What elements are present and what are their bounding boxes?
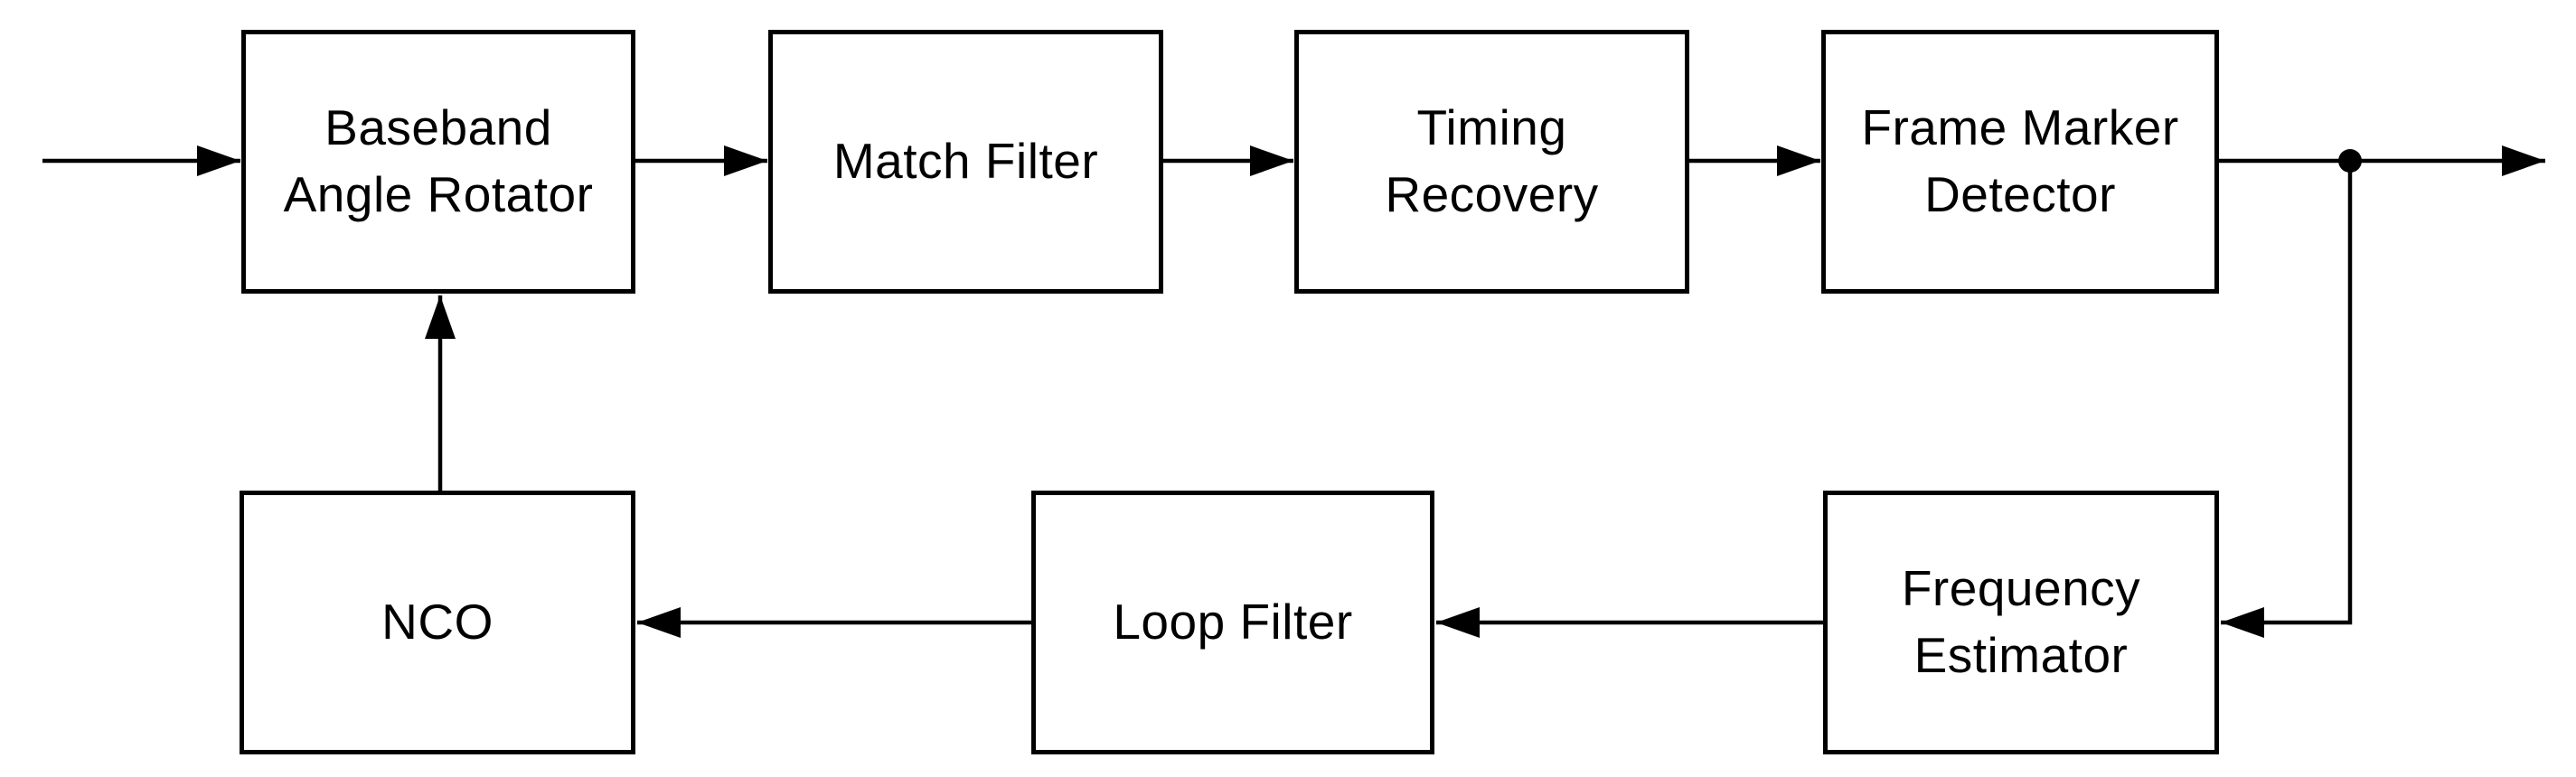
arrow-feedback-to-frequency-estimator <box>2221 161 2353 638</box>
block-frequency-estimator: Frequency Estimator <box>1823 491 2219 754</box>
block-frame-marker-detector-label: Frame Marker Detector <box>1861 99 2179 222</box>
block-baseband-angle-rotator-label: Baseband Angle Rotator <box>283 99 594 222</box>
block-timing-recovery-label: Timing Recovery <box>1385 99 1599 222</box>
block-match-filter: Match Filter <box>768 30 1163 294</box>
block-loop-filter-label: Loop Filter <box>1113 594 1353 651</box>
block-timing-recovery: Timing Recovery <box>1294 30 1689 294</box>
block-frequency-estimator-label: Frequency Estimator <box>1901 560 2141 683</box>
block-nco: NCO <box>240 491 635 754</box>
block-baseband-angle-rotator: Baseband Angle Rotator <box>241 30 635 294</box>
block-frame-marker-detector: Frame Marker Detector <box>1821 30 2219 294</box>
block-nco-label: NCO <box>381 594 494 651</box>
block-match-filter-label: Match Filter <box>832 133 1099 190</box>
block-loop-filter: Loop Filter <box>1031 491 1434 754</box>
